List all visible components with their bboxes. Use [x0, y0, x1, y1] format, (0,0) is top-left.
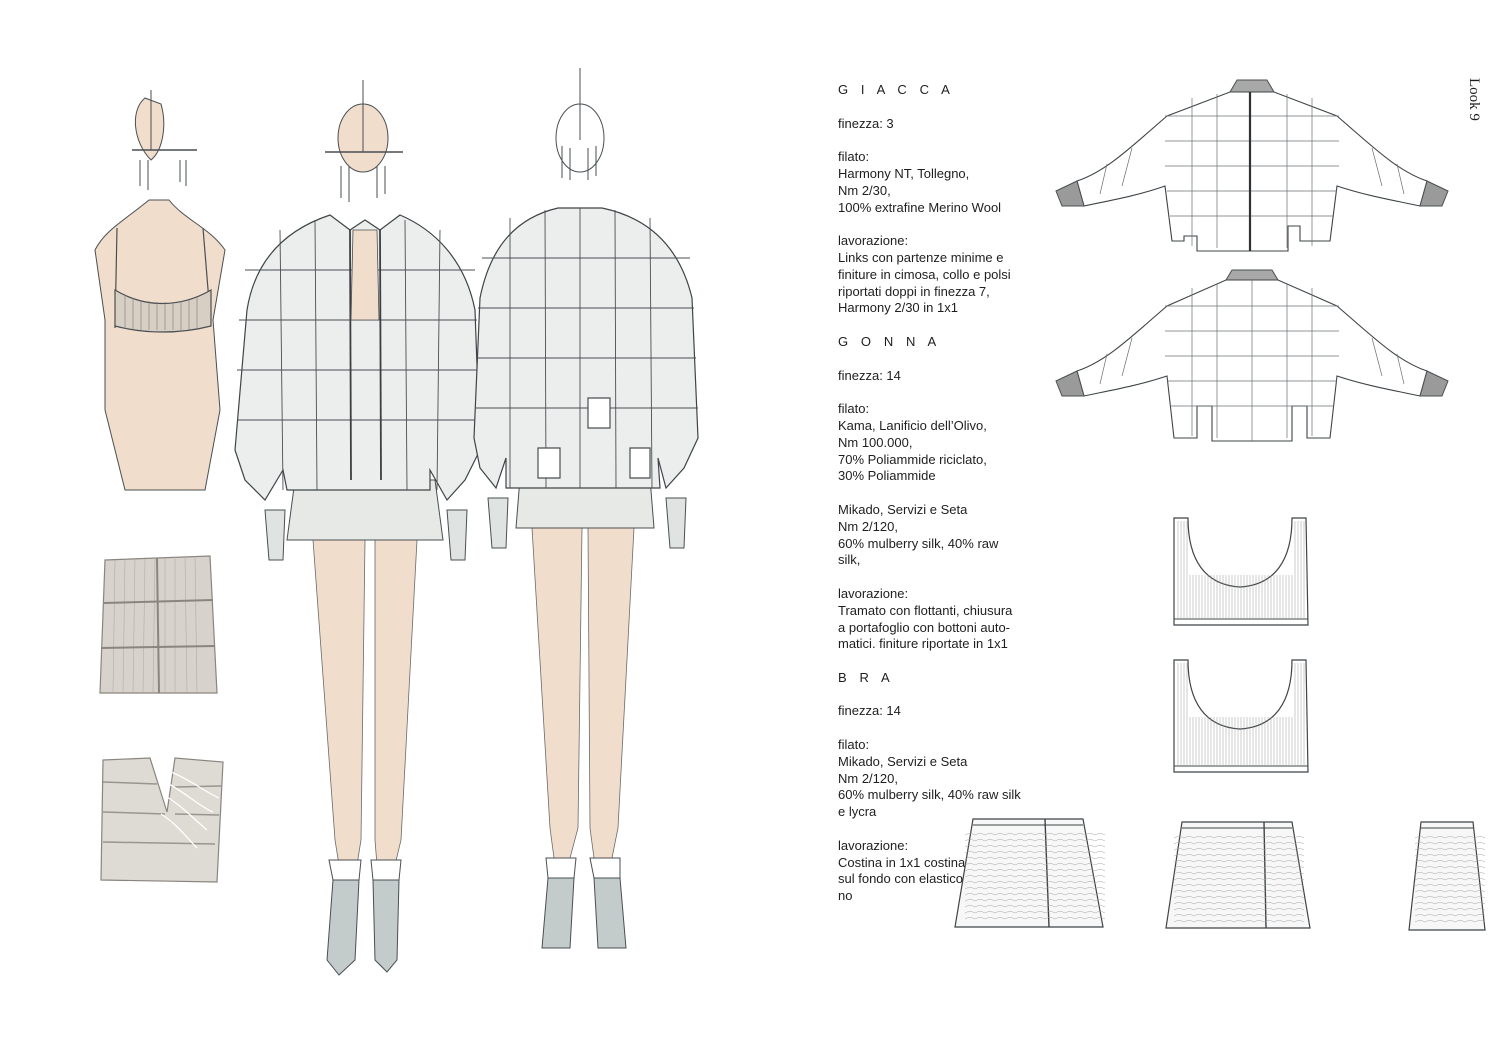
gonna-lavorazione-label: lavorazione:: [838, 585, 909, 601]
section-title-bra: B R A: [838, 669, 895, 685]
gonna-filato-line: Mikado, Servizi e Seta: [838, 501, 968, 517]
jacket-flat-back: [1055, 269, 1449, 442]
skirt-flat-front: [954, 818, 1106, 928]
skirt-flat-side-front: [1165, 821, 1311, 929]
gonna-filato-line: Nm 2/120,: [838, 518, 898, 534]
bra-flat-front: [1173, 517, 1309, 626]
gonna-filato-line: silk,: [838, 552, 861, 568]
giacca-filato-line: Nm 2/30,: [838, 182, 891, 198]
giacca-lavorazione-label: lavorazione:: [838, 233, 909, 249]
giacca-filato-label: filato:: [838, 149, 870, 165]
section-title-gonna: G O N N A: [838, 333, 941, 349]
section-title-giacca: G I A C C A: [838, 82, 955, 97]
giacca-filato-line: 100% extrafine Merino Wool: [838, 199, 1002, 215]
bra-finezza: finezza: 14: [838, 703, 901, 719]
giacca-lavorazione-line: riportati doppi in finezza 7,: [838, 283, 990, 299]
gonna-filato-label: filato:: [838, 401, 870, 417]
bra-filato-line: Mikado, Servizi e Seta: [838, 753, 968, 769]
gonna-lavorazione-line: Tramato con flottanti, chiusura: [838, 602, 1013, 618]
bra-filato-line: e lycra: [838, 804, 877, 820]
knit-swatch-fringe: [100, 757, 224, 883]
bra-filato-label: filato:: [838, 737, 870, 753]
gonna-lavorazione-line: a portafoglio con bottoni auto-: [838, 619, 1011, 635]
bra-filato-line: Nm 2/120,: [838, 770, 898, 786]
gonna-filato-line: Nm 100.000,: [838, 434, 913, 450]
bra-lavorazione-label: lavorazione:: [838, 837, 909, 853]
gonna-filato-line: 60% mulberry silk, 40% raw: [838, 535, 999, 551]
gonna-lavorazione-line: matici. finiture riportate in 1x1: [838, 636, 1008, 652]
giacca-lavorazione-line: Links con partenze minime e: [838, 249, 1004, 265]
gonna-filato-line: Kama, Lanificio dell’Olivo,: [838, 417, 987, 433]
bra-filato-line: 60% mulberry silk, 40% raw silk: [838, 787, 1021, 803]
bra-flat-back: [1173, 659, 1309, 773]
spec-text-column: G I A C C A finezza: 3 filato: Harmony N…: [838, 82, 1033, 905]
bra-croquis-sketch: [94, 90, 226, 491]
gonna-filato-line: 70% Poliammide riciclato,: [838, 451, 987, 467]
gonna-finezza: finezza: 14: [838, 367, 901, 383]
giacca-lavorazione-line: Harmony 2/30 in 1x1: [838, 300, 958, 316]
left-page-illustrations: [94, 68, 699, 976]
giacca-filato-line: Harmony NT, Tollegno,: [838, 165, 970, 181]
knit-swatch-grid: [99, 555, 218, 694]
front-look-croquis: [234, 80, 481, 976]
skirt-flat-side: [1408, 821, 1486, 931]
back-look-croquis: [473, 68, 699, 949]
bra-lavorazione-line: no: [838, 888, 853, 904]
jacket-flat-front: [1055, 79, 1449, 252]
giacca-finezza: finezza: 3: [838, 115, 894, 131]
look-number-label: Look 9: [1466, 78, 1482, 121]
giacca-lavorazione-line: finiture in cimosa, collo e polsi: [838, 266, 1011, 282]
gonna-filato-line: 30% Poliammide: [838, 468, 936, 484]
